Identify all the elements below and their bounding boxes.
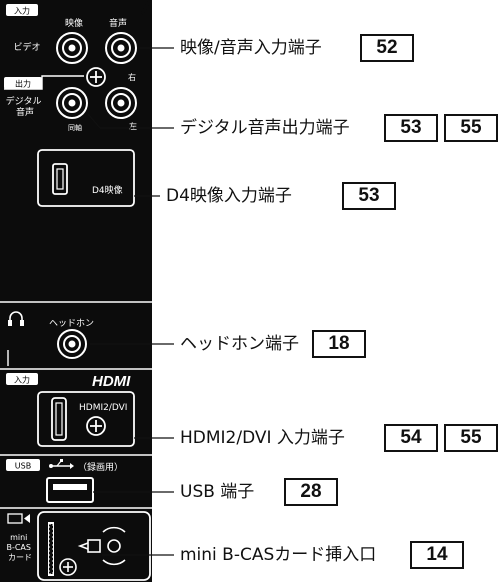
- usb-symbol-icon: [49, 459, 74, 469]
- card-slot-icon: [48, 522, 54, 576]
- av-input-section: 入力 映像 音声 ビデオ 右 出力 デジタル 音声: [4, 4, 137, 132]
- bcas-eject-icon: [102, 526, 126, 566]
- leader-lines: [87, 47, 174, 556]
- callout-digital-audio-page-ref-2[interactable]: 55: [444, 114, 498, 142]
- bcas-section: mini B-CAS カード: [0, 507, 152, 581]
- output-tag: 出力: [15, 79, 31, 89]
- callout-av-input-label: 映像/音声入力端子: [180, 38, 322, 58]
- usb-tag: USB: [15, 462, 31, 471]
- ground-screw-icon: [86, 67, 106, 87]
- callout-d4-input-page-ref[interactable]: 53: [342, 182, 396, 210]
- d4-label: D4映像: [92, 184, 123, 196]
- callout-hdmi-page-ref-1[interactable]: 54: [384, 424, 438, 452]
- callout-bcas-label: mini B-CASカード挿入口: [180, 545, 377, 565]
- video-in-jack: [56, 32, 88, 64]
- hdmi-logo: HDMI: [92, 373, 131, 390]
- audio-header: 音声: [109, 17, 127, 29]
- card-insert-icon: [7, 513, 30, 524]
- callout-digital-audio-label: デジタル音声出力端子: [180, 118, 350, 138]
- av-input-tag-box: [6, 4, 38, 16]
- d4-input-section: D4映像: [37, 149, 135, 207]
- digital-coax-jack: [56, 87, 88, 119]
- callout-usb-label: USB 端子: [180, 482, 255, 502]
- shared-mark: 同軸: [68, 123, 82, 132]
- headphone-label: ヘッドホン: [49, 318, 94, 329]
- bcas-label: mini B-CAS カード: [6, 533, 33, 562]
- leader-tick-digital: [87, 113, 101, 129]
- callout-hdmi-input-label: HDMI2/DVI 入力端子: [180, 428, 345, 448]
- headphone-icon: [9, 311, 23, 324]
- callout-usb-page-ref[interactable]: 28: [284, 478, 338, 506]
- hdmi-input-tag: 入力: [14, 375, 30, 385]
- callout-headphone-label: ヘッドホン端子: [180, 334, 299, 354]
- right-mark: 右: [128, 72, 136, 82]
- video-label: ビデオ: [13, 41, 40, 53]
- usb-note: （録画用）: [78, 461, 123, 473]
- digital-audio-label: デジタル 音声: [6, 95, 45, 118]
- callout-av-input-page-ref[interactable]: 52: [360, 34, 414, 62]
- d4-port-icon: [52, 163, 68, 195]
- headphone-section: ヘッドホン: [0, 301, 152, 366]
- callout-headphone-page-ref[interactable]: 18: [312, 330, 366, 358]
- usb-section: USB （録画用）: [0, 454, 152, 503]
- av-input-tag: 入力: [14, 6, 30, 16]
- left-mark: 左: [129, 121, 137, 131]
- usb-port-icon: [46, 477, 94, 503]
- hdmi-port-icon: [51, 397, 67, 441]
- output-tag-box: [4, 77, 42, 89]
- callout-digital-audio-page-ref-1[interactable]: 53: [384, 114, 438, 142]
- bcas-screw-icon: [59, 558, 77, 576]
- audio-right-jack: [105, 32, 137, 64]
- hdmi-screw-icon: [86, 416, 106, 436]
- hdmi-section: 入力 HDMI HDMI2/DVI: [0, 368, 152, 447]
- callout-hdmi-page-ref-2[interactable]: 55: [444, 424, 498, 452]
- audio-left-jack: [105, 87, 137, 119]
- callout-bcas-page-ref[interactable]: 14: [410, 541, 464, 569]
- video-header: 映像: [65, 17, 83, 29]
- card-arrow-icon: [77, 539, 101, 553]
- callout-d4-input-label: D4映像入力端子: [166, 186, 292, 206]
- hdmi-port-label: HDMI2/DVI: [79, 403, 127, 413]
- headphone-jack: [57, 329, 87, 359]
